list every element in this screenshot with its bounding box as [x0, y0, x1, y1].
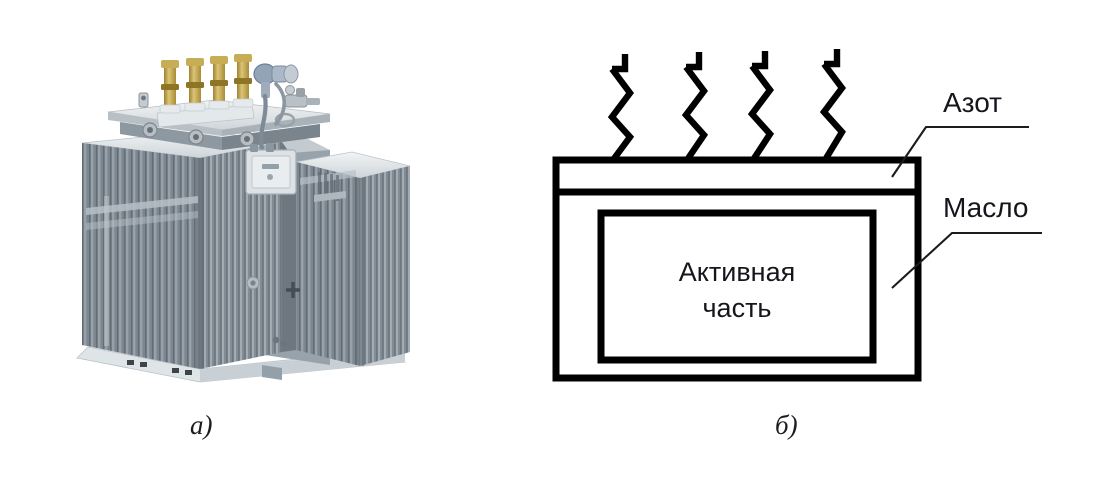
caption-panel-b: б)	[775, 410, 798, 440]
lifting-lug-right	[274, 112, 296, 128]
heat-flux-arrow-2	[681, 52, 709, 162]
tank-schematic: Активная часть Азот Масло	[500, 0, 1112, 400]
bushing-assembly	[156, 54, 255, 128]
hv-bushings	[159, 54, 254, 114]
heat-flux-arrow-4	[819, 49, 846, 162]
sensor-head	[253, 63, 299, 153]
oil-leader-line	[891, 231, 1042, 289]
radiator-bank-right	[295, 151, 411, 366]
valve-cluster	[284, 85, 320, 108]
tank-schematic-panel: Активная часть Азот Масло	[500, 0, 1112, 400]
control-box	[245, 143, 297, 195]
active-part-box	[597, 209, 877, 364]
tank-cross-mark	[286, 282, 300, 298]
oil-label: Масло	[943, 192, 1028, 223]
heat-flux-arrow-3	[747, 51, 775, 162]
transformer-photo	[0, 0, 500, 400]
transformer-photo-panel	[0, 0, 500, 400]
nitrogen-leader-line	[891, 125, 1029, 178]
heat-flux-arrows	[607, 49, 846, 162]
transformer-unit	[76, 54, 411, 383]
active-part-label-line1: Активная	[679, 257, 795, 287]
active-part-label-line2: часть	[702, 293, 771, 323]
caption-panel-a: а)	[190, 410, 213, 440]
nitrogen-label: Азот	[943, 87, 1002, 118]
heat-flux-arrow-1	[607, 54, 635, 162]
